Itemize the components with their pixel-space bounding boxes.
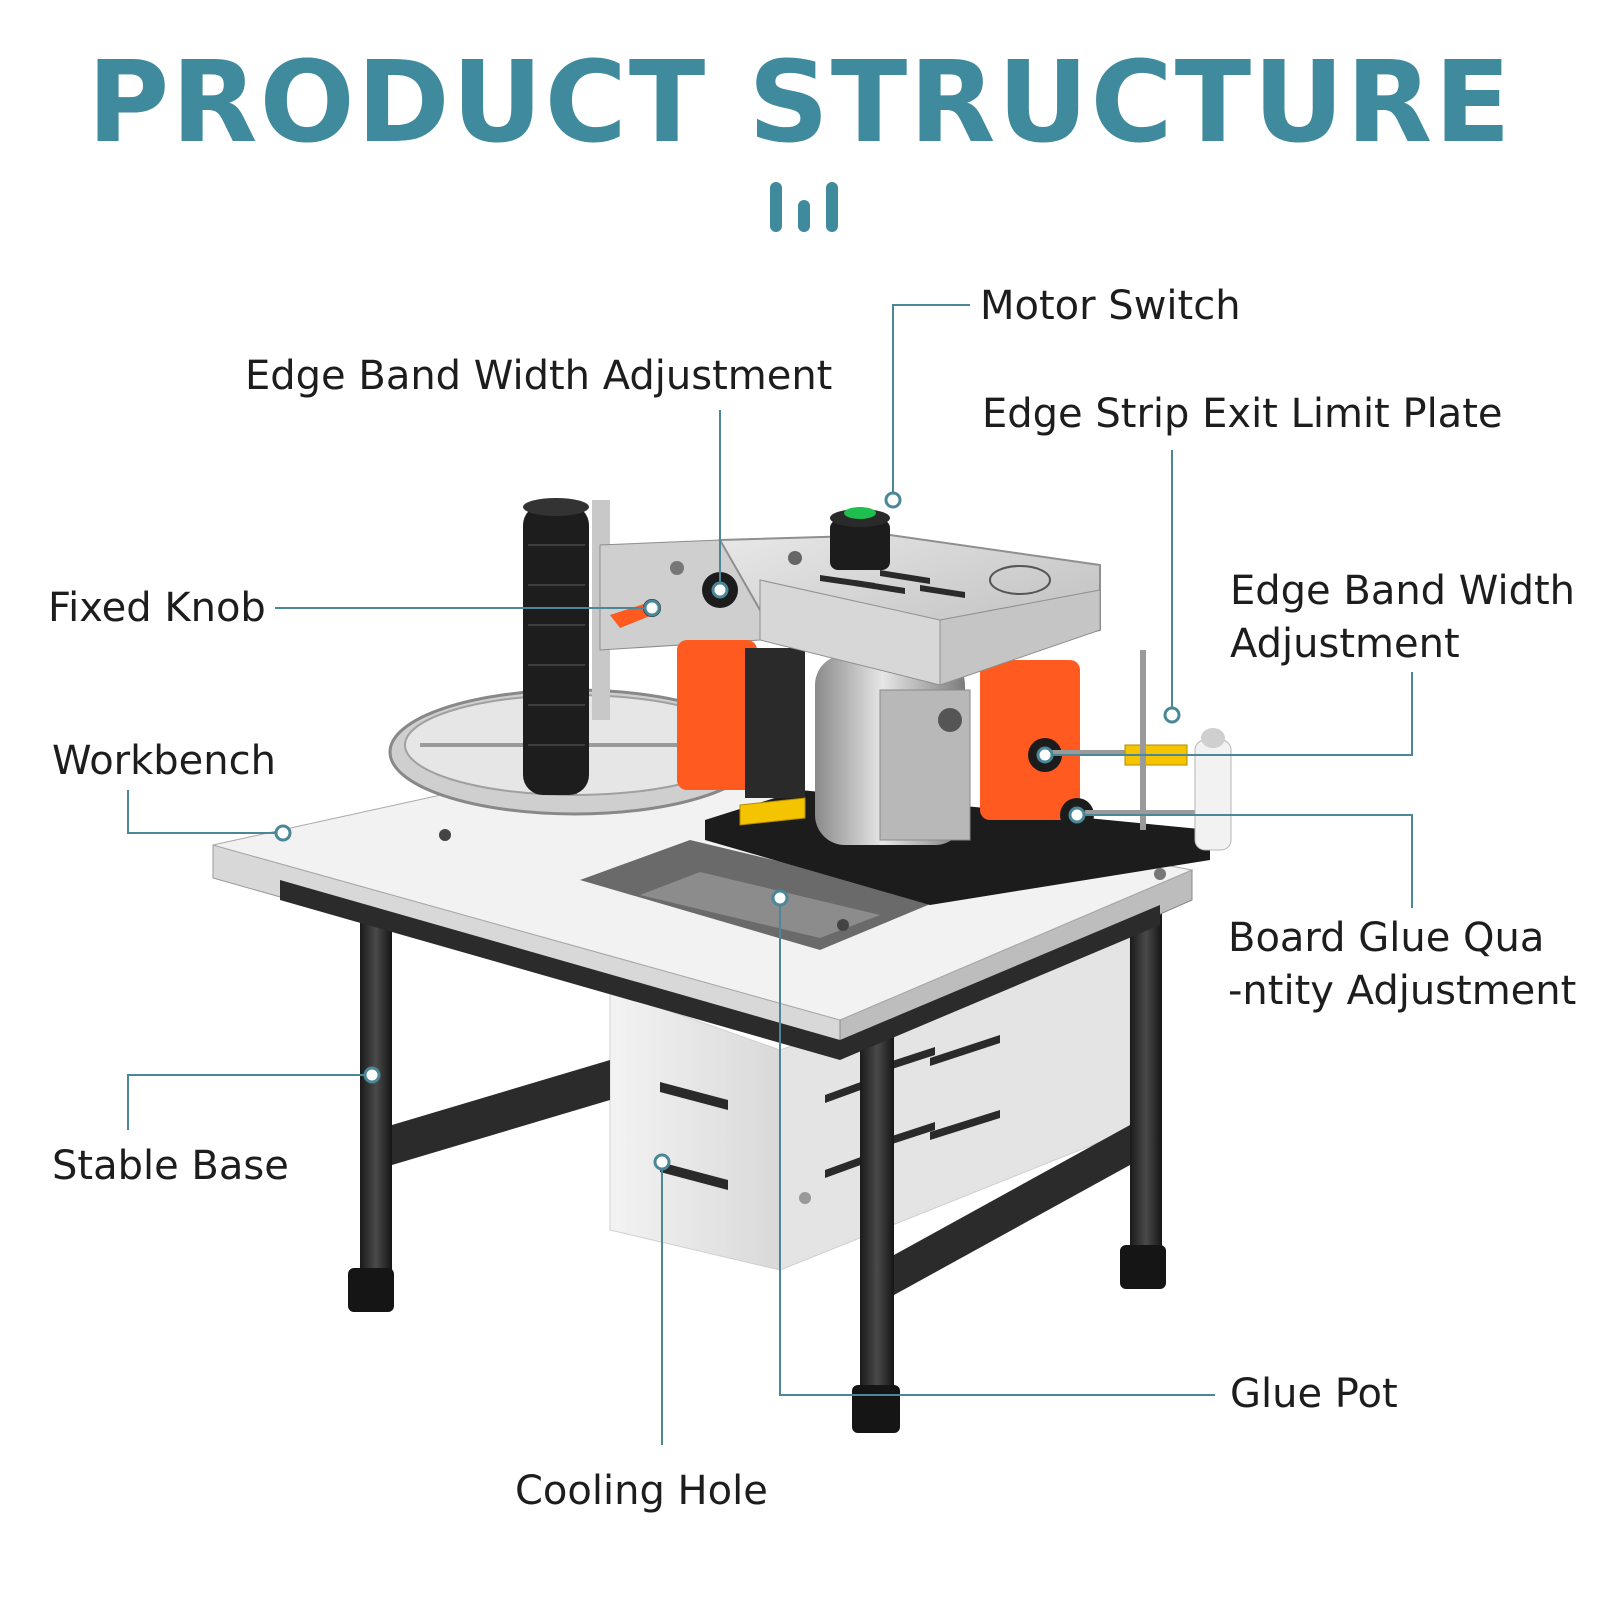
motor [815,655,971,845]
label-glue-pot: Glue Pot [1230,1371,1398,1417]
label-edge-band-width-right-line2: Adjustment [1230,621,1460,667]
leader-lines [127,304,1413,1445]
stable-base [348,910,1166,1433]
label-fixed-knob: Fixed Knob [48,585,266,631]
label-workbench: Workbench [52,738,276,784]
bar-chart-icon [770,182,838,232]
motor-switch [830,507,890,570]
label-board-glue-line1: Board Glue Qua [1228,915,1545,961]
glue-pot-body [677,640,1080,820]
label-stable-base: Stable Base [52,1143,289,1189]
label-edge-band-width-adjustment-top: Edge Band Width Adjustment [245,353,833,399]
label-edge-band-width-right-line1: Edge Band Width [1230,568,1575,614]
label-board-glue-line2: -ntity Adjustment [1228,968,1577,1014]
label-motor-switch: Motor Switch [980,283,1241,329]
leader-dots [274,491,1181,1171]
top-cover [718,533,1101,686]
label-cooling-hole: Cooling Hole [515,1468,768,1514]
page-title: PRODUCT STRUCTURE [87,38,1513,168]
label-edge-strip-exit-limit-plate: Edge Strip Exit Limit Plate [982,391,1503,437]
